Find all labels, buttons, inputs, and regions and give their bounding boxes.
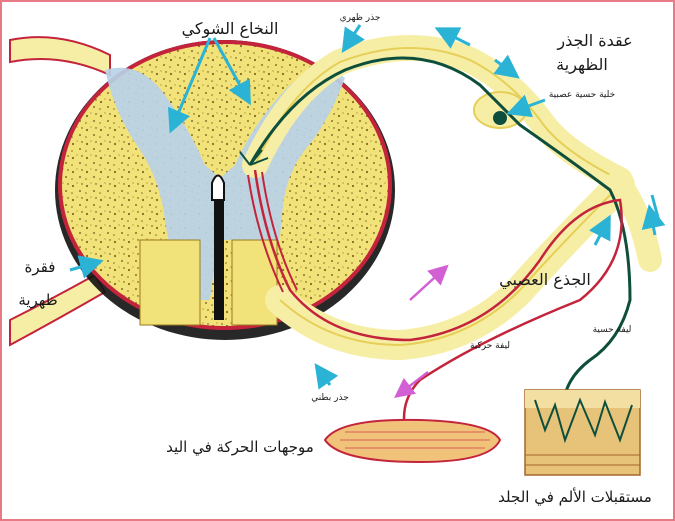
sensory-neuron-cell-body — [493, 111, 507, 125]
label-ganglion-line1: عقدة الجذر — [556, 31, 632, 51]
label-ganglion-line2: الظهرية — [556, 55, 608, 75]
spinal-cord-section — [55, 40, 395, 340]
skin-receptor — [525, 390, 640, 475]
label-sensory-cell: خلية حسية عصبية — [549, 90, 615, 100]
label-vertebra-line2: ظهرية — [18, 291, 57, 309]
label-sensory-fiber: ليفة حسية — [593, 325, 632, 335]
label-ventral-root: جذر بطني — [311, 393, 349, 403]
muscle-effector — [325, 420, 500, 462]
label-motor-effectors: موجهات الحركة في اليد — [166, 438, 314, 457]
label-vertebra-line1: فقرة — [25, 258, 56, 276]
label-dorsal-root: جذر ظهري — [340, 13, 381, 23]
label-pain-receptors: مستقبلات الألم في الجلد — [498, 487, 652, 507]
label-nerve-trunk: الجذع العصبي — [499, 270, 591, 290]
label-spinal-cord: النخاع الشوكي — [182, 19, 279, 39]
label-motor-fiber: ليفة حركية — [470, 341, 510, 351]
